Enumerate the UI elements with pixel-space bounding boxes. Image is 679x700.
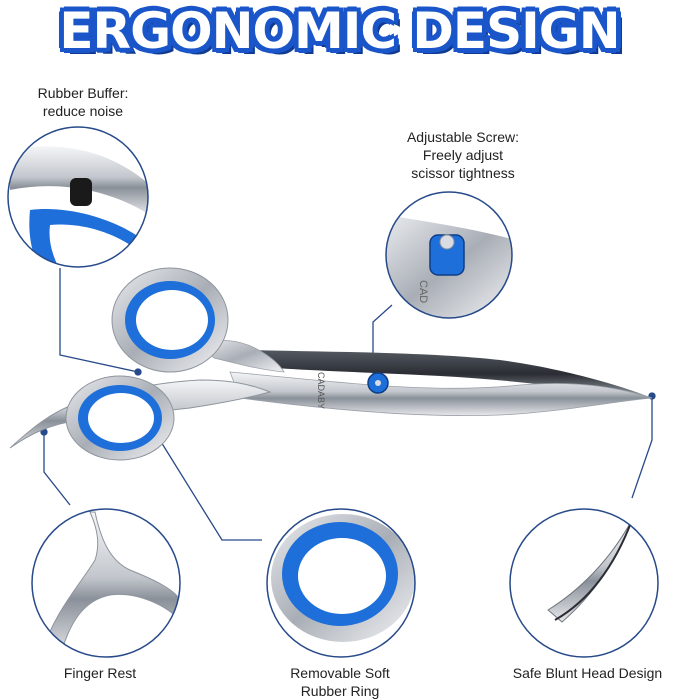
pivot-screw-center — [375, 380, 381, 386]
zoom-finger-rest — [31, 508, 181, 658]
zoom-adjustable-screw: CAD — [385, 191, 513, 319]
brand-engraving: CADABY — [316, 372, 326, 409]
line-rubber-buffer-end — [134, 368, 142, 376]
zoom-rubber-ring — [266, 508, 416, 658]
scissors-main: CADABY — [9, 267, 653, 461]
upper-arm — [199, 340, 285, 373]
line-finger-rest — [43, 432, 71, 506]
label-finger-rest: Finger Rest — [63, 665, 137, 681]
upper-blade — [250, 350, 652, 398]
zoom-blunt-head — [509, 508, 659, 658]
page-title: ERGONOMIC DESIGN — [59, 2, 620, 60]
label-rubber-buffer-line1: Rubber Buffer: — [37, 85, 129, 101]
brand-engraving-zoom: CAD — [417, 280, 429, 303]
label-blunt-head: Safe Blunt Head Design — [512, 665, 663, 681]
line-blunt-head — [631, 396, 653, 499]
line-rubber-ring — [157, 436, 262, 541]
lower-blade — [229, 371, 653, 417]
label-rubber-ring-line1: Removable Soft — [290, 665, 390, 681]
label-adjustable-screw-line1: Adjustable Screw: — [406, 129, 520, 145]
line-rubber-buffer — [59, 268, 139, 373]
label-adjustable-screw: Adjustable Screw: Freely adjust scissor … — [388, 128, 538, 182]
callout-lines — [40, 268, 656, 541]
label-rubber-ring-line2: Rubber Ring — [300, 683, 380, 699]
label-rubber-ring: Removable Soft Rubber Ring — [270, 664, 410, 700]
label-rubber-buffer: Rubber Buffer: reduce noise — [18, 84, 148, 120]
bottom-ring-hole — [88, 393, 154, 443]
label-adjustable-screw-line2: Freely adjust — [422, 147, 504, 163]
top-ring-hole — [136, 290, 208, 350]
label-adjustable-screw-line3: scissor tightness — [411, 165, 515, 181]
zoom-rubber-buffer — [7, 126, 149, 268]
label-rubber-buffer-line2: reduce noise — [42, 103, 124, 119]
